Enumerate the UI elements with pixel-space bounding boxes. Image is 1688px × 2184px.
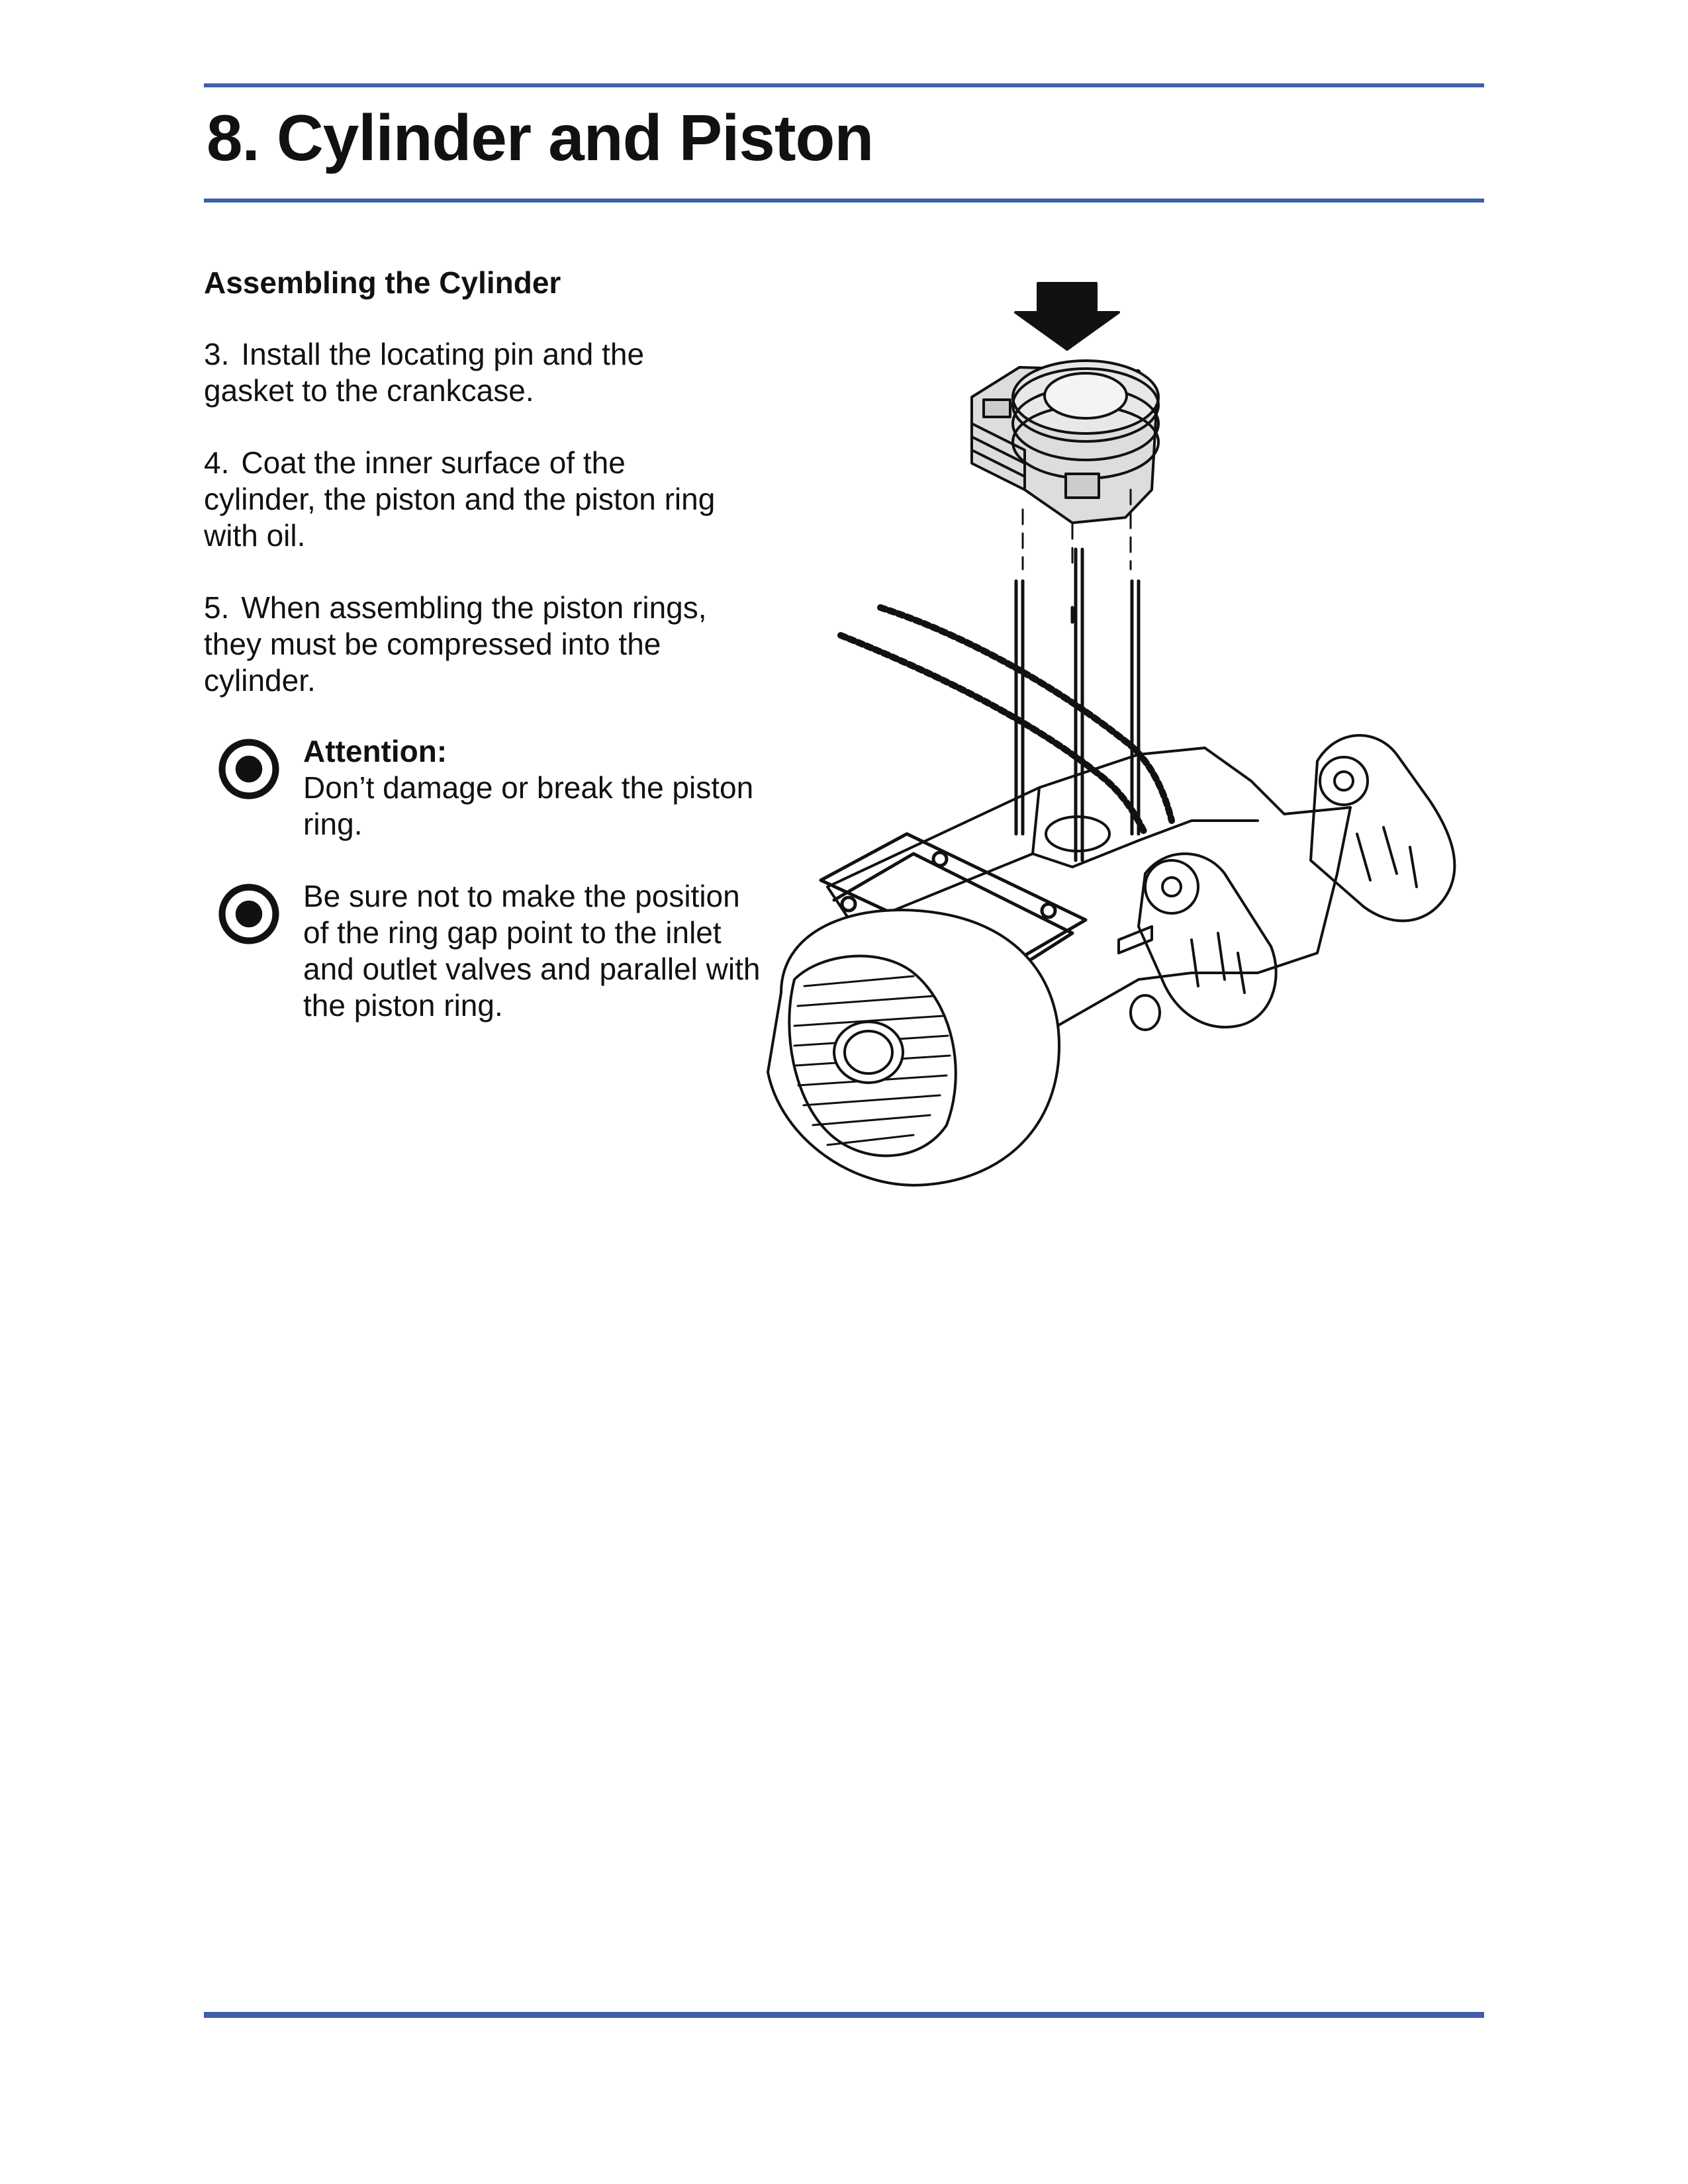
step-number: 3. bbox=[204, 337, 230, 371]
step-number: 5. bbox=[204, 590, 230, 625]
step-3: 3.Install the locating pin and the gaske… bbox=[204, 336, 720, 409]
step-text: Install the locating pin and the gasket … bbox=[204, 337, 645, 408]
top-rule bbox=[204, 83, 1484, 87]
engine-mount bbox=[1137, 734, 1456, 1028]
timing-chain bbox=[837, 604, 1175, 837]
note-body: Be sure not to make the position of the … bbox=[303, 878, 767, 1024]
step-5: 5.When assembling the piston rings, they… bbox=[204, 590, 720, 699]
note-body: Attention: Don’t damage or break the pis… bbox=[303, 733, 767, 842]
section-heading: Assembling the Cylinder bbox=[204, 265, 561, 300]
bullseye-icon bbox=[218, 739, 279, 799]
page-title: 8. Cylinder and Piston bbox=[207, 101, 874, 174]
step-text: When assembling the piston rings, they m… bbox=[204, 590, 707, 698]
bullseye-icon bbox=[218, 884, 279, 944]
cylinder-assembly-diagram bbox=[767, 282, 1456, 1187]
step-text: Coat the inner surface of the cylinder, … bbox=[204, 445, 716, 553]
note-text: Be sure not to make the position of the … bbox=[303, 879, 761, 1023]
note-label: Attention: bbox=[303, 734, 447, 768]
fan-cover bbox=[767, 909, 1060, 1187]
ring-gap-note: Be sure not to make the position of the … bbox=[218, 878, 760, 1077]
step-number: 4. bbox=[204, 445, 230, 480]
cylinder-block bbox=[970, 359, 1160, 524]
bottom-rule bbox=[204, 2012, 1484, 2018]
note-text: Don’t damage or break the piston ring. bbox=[303, 770, 754, 841]
down-arrow-icon bbox=[1014, 282, 1120, 351]
attention-note: Attention: Don’t damage or break the pis… bbox=[218, 733, 753, 932]
crankcase bbox=[826, 747, 1352, 1047]
step-4: 4.Coat the inner surface of the cylinder… bbox=[204, 445, 720, 554]
title-underline-rule bbox=[204, 199, 1484, 203]
